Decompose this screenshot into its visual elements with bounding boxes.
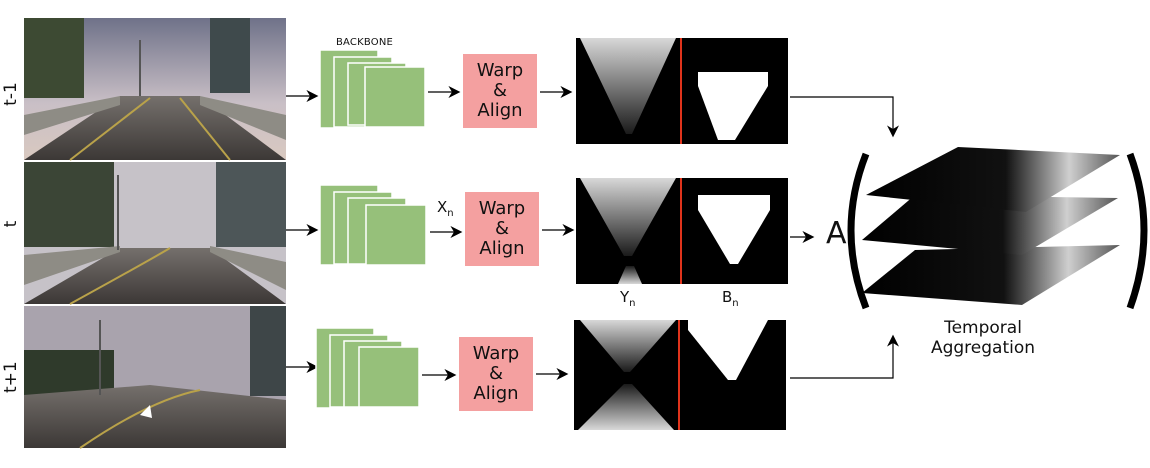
frame-t	[24, 162, 286, 305]
backbone-stack-t	[319, 184, 427, 266]
frame-t-plus-1	[24, 306, 286, 449]
warp-align-line3: Align	[473, 383, 519, 404]
output-map-t-plus-1	[574, 320, 786, 430]
right-parenthesis	[1126, 152, 1148, 310]
backbone-title: BACKBONE	[336, 37, 394, 48]
left-parenthesis	[847, 152, 870, 310]
temporal-aggregation-line2: Aggregation	[930, 338, 1036, 358]
arrow-t-minus-1-to-aggregation	[790, 96, 899, 138]
row-label-t-plus-1: t+1	[1, 361, 21, 393]
frame-t-minus-1	[24, 18, 286, 161]
warp-align-block-t-minus-1: Warp & Align	[463, 54, 537, 128]
output-label-b-base: B	[722, 288, 733, 306]
aggregation-layers	[862, 147, 1120, 305]
warp-align-line3: Align	[477, 100, 523, 121]
warp-align-block-t: Warp & Align	[465, 192, 539, 266]
row-label-t-minus-1: t-1	[1, 82, 21, 106]
temporal-aggregation-line1: Temporal	[944, 318, 1022, 338]
features-label-base: X	[437, 198, 448, 216]
temporal-aggregation-label: Temporal Aggregation	[918, 318, 1048, 358]
output-map-t-minus-1	[576, 38, 788, 144]
warp-align-line1: Warp	[478, 198, 526, 219]
warp-align-block-t-plus-1: Warp & Align	[459, 337, 533, 411]
backbone-stack-t-plus-1	[315, 327, 420, 409]
output-label-b-sub: n	[732, 298, 739, 309]
output-label-y-base: Y	[620, 288, 630, 306]
output-label-y-sub: n	[629, 298, 636, 309]
output-map-t	[576, 178, 788, 284]
features-label-sub: n	[447, 208, 454, 219]
row-label-t: t	[1, 220, 21, 228]
output-label-b: Bn	[722, 288, 739, 309]
warp-align-line2: &	[492, 80, 508, 101]
aggregation-symbol: A	[826, 216, 847, 251]
warp-align-line3: Align	[479, 238, 525, 259]
backbone-stack-t-minus-1	[319, 49, 426, 129]
warp-align-line1: Warp	[472, 343, 520, 364]
features-label: Xn	[437, 198, 454, 219]
arrow-t-plus-1-to-aggregation	[790, 334, 899, 379]
output-label-y: Yn	[620, 288, 636, 309]
warp-align-line1: Warp	[476, 60, 524, 81]
warp-align-line2: &	[488, 363, 504, 384]
warp-align-line2: &	[494, 218, 510, 239]
